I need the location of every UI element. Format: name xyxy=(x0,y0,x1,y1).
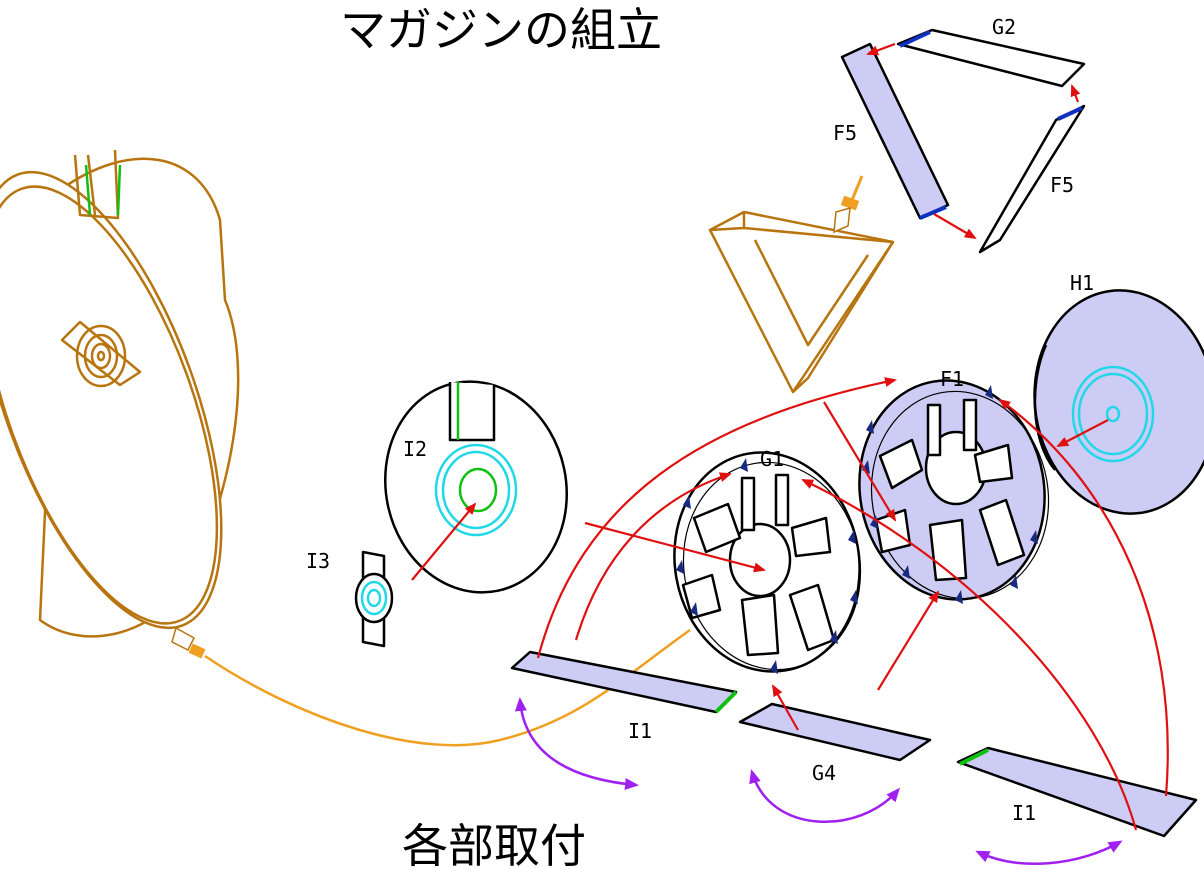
label-g2: G2 xyxy=(992,15,1016,39)
part-g1-gear xyxy=(673,451,862,674)
part-h1 xyxy=(1033,289,1204,515)
arrow-h1-to-f1 xyxy=(1056,419,1109,447)
part-i2 xyxy=(384,380,568,594)
label-i1-right: I1 xyxy=(1012,801,1036,825)
label-f5-left: F5 xyxy=(833,121,857,145)
label-i2: I2 xyxy=(403,437,427,461)
assembly-arrows xyxy=(536,377,1169,831)
pointer-hand-icon-left xyxy=(171,626,206,659)
swap-arrows xyxy=(514,697,1123,865)
arrow-i3-to-i2 xyxy=(411,502,477,581)
magazine-drum xyxy=(0,149,240,638)
part-f5-right xyxy=(978,104,1086,254)
arrow-g2-to-f5 xyxy=(866,42,896,56)
part-i3 xyxy=(354,550,394,648)
label-f1: F1 xyxy=(940,367,964,391)
label-h1: H1 xyxy=(1070,271,1094,295)
label-g4: G4 xyxy=(812,761,836,785)
arrow-f5-to-g2 xyxy=(1070,84,1081,103)
triangle-frame xyxy=(708,210,895,394)
label-i3: I3 xyxy=(306,549,330,573)
label-g1: G1 xyxy=(760,447,784,471)
label-f5-right: F5 xyxy=(1050,173,1074,197)
part-f1-gear xyxy=(858,379,1050,604)
part-g2 xyxy=(896,28,1086,88)
part-g4 xyxy=(738,702,932,762)
part-i1-right xyxy=(956,746,1198,838)
title-magazine-assembly: マガジンの組立 xyxy=(340,3,662,57)
label-i1-left: I1 xyxy=(628,719,652,743)
arrow-f5-to-f5 xyxy=(933,213,977,240)
part-i1-left xyxy=(510,650,738,714)
part-f5-left xyxy=(840,42,950,220)
pointer-hand-icon xyxy=(833,175,864,234)
title-part-attachment: 各部取付 xyxy=(402,819,586,869)
